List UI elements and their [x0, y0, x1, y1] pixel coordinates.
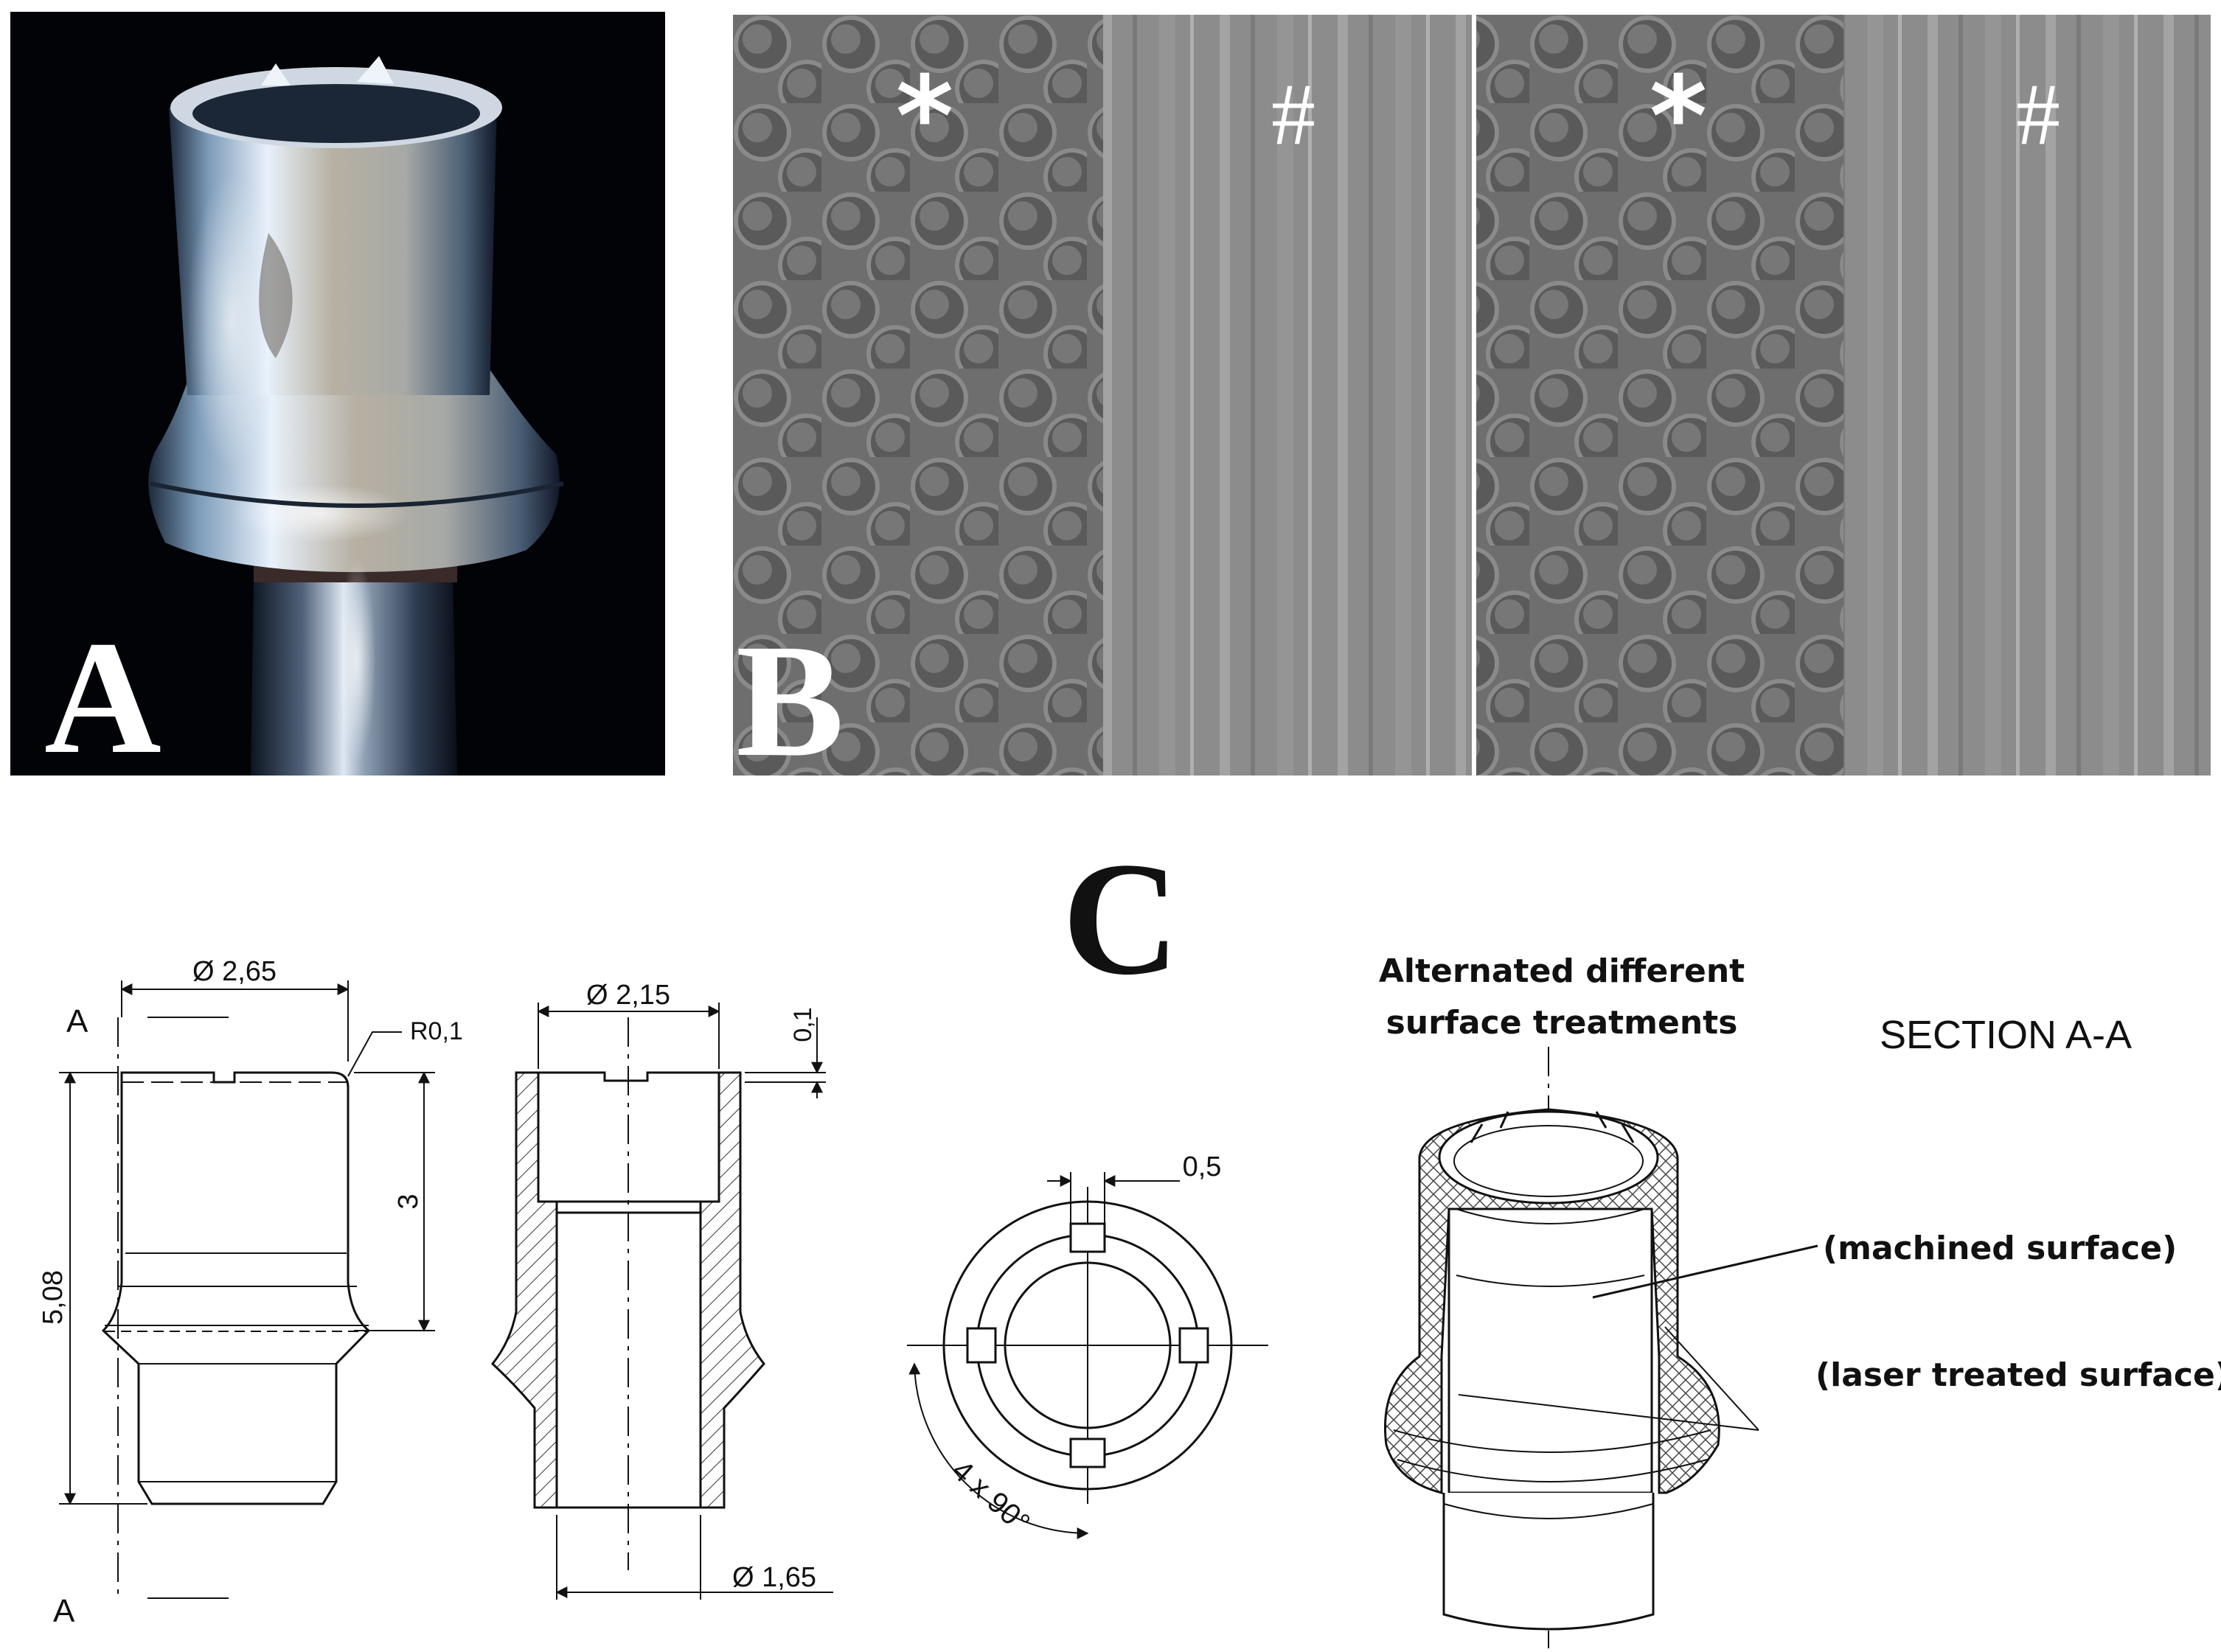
sem-tiles: * # * # [733, 15, 2211, 776]
dim-total-height: 5,08 [38, 1270, 69, 1325]
technical-drawings-panel-c: C [0, 796, 2221, 1648]
section-marker-bottom: A [53, 1593, 75, 1629]
panel-label-b: B [736, 610, 844, 776]
sem-tile-machined-1 [1103, 15, 1472, 776]
dim-upper-height: 3 [393, 1193, 424, 1209]
sem-tile-laser-2 [1476, 15, 1843, 776]
sem-tile-laser-1 [733, 15, 1103, 776]
dim-top-diameter: Ø 2,65 [192, 956, 277, 987]
section-view-drawing [490, 1003, 833, 1600]
tile-marker-2: # [1271, 65, 1315, 163]
dim-slot-depth: 0,1 [789, 1007, 817, 1042]
panel-label-c: C [1063, 829, 1180, 1008]
iso-title-line2: surface treatments [1386, 1004, 1738, 1042]
external-view-drawing [59, 980, 435, 1600]
section-marker-top: A [66, 1003, 88, 1039]
sem-tile-machined-2 [1843, 15, 2211, 776]
dim-angle: 4 x 90° [946, 1454, 1036, 1539]
dim-slot-width: 0,5 [1183, 1151, 1222, 1182]
dim-radius: R0,1 [410, 1017, 463, 1045]
abutment-photo [148, 56, 564, 776]
photo-panel-a: A [10, 12, 665, 776]
iso-title-line1: Alternated different [1379, 952, 1745, 990]
cad-drawings: C [38, 829, 2221, 1648]
top-view-drawing [907, 1172, 1268, 1539]
callout-machined: (machined surface) [1823, 1230, 2177, 1267]
tile-marker-3: * [1650, 53, 1707, 181]
dim-inner-diameter: Ø 2,15 [586, 980, 670, 1011]
sem-panel-b: * # * # B [733, 15, 2211, 776]
isometric-section-drawing [1383, 1047, 1818, 1648]
tile-marker-4: # [2016, 65, 2060, 163]
dim-bore-diameter: Ø 1,65 [732, 1562, 816, 1593]
callout-laser: (laser treated surface) [1815, 1356, 2221, 1394]
panel-label-a: A [44, 607, 161, 776]
tile-marker-1: * [896, 53, 953, 181]
section-label: SECTION A-A [1880, 1013, 2132, 1057]
